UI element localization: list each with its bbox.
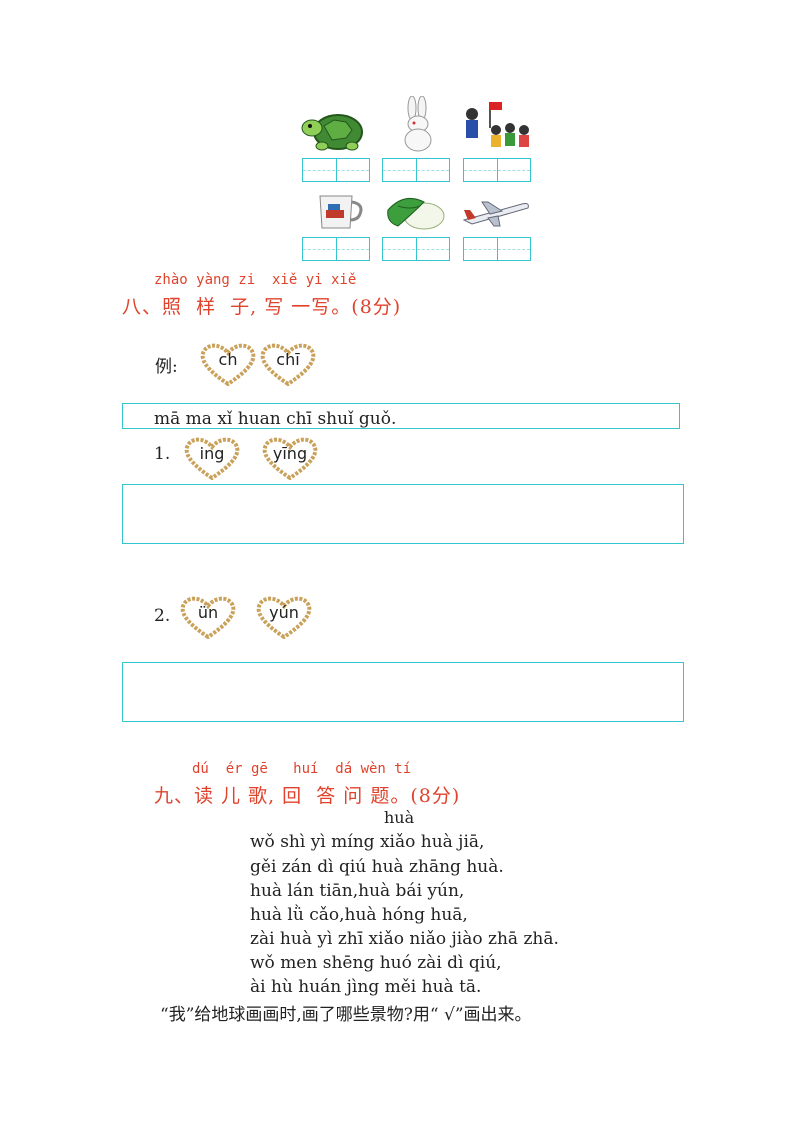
poem-line: huà lán tiān,huà bái yún,	[250, 881, 465, 901]
poem-line: gěi zán dì qiú huà zhāng huà.	[250, 857, 504, 877]
heart-text: ün	[197, 603, 219, 622]
heart-frame: yún	[256, 595, 312, 639]
heart-frame: chī	[260, 342, 316, 386]
rabbit-picture	[394, 95, 442, 152]
poem-title: huà	[384, 808, 415, 827]
heart-text: yīng	[272, 444, 308, 463]
cup-picture	[312, 192, 366, 232]
heart-text: chī	[276, 350, 300, 369]
example-sentence: mā ma xǐ huan chī shuǐ guǒ.	[154, 409, 397, 429]
poem-line: wǒ men shēng huó zài dì qiú,	[250, 953, 502, 973]
section9-question: “我”给地球画画时,画了哪些景物?用“ √”画出来。	[160, 1005, 532, 1025]
section8-pinyin: zhào yàng zi xiě yi xiě	[154, 272, 357, 288]
poem-line: huà lǜ cǎo,huà hóng huā,	[250, 905, 468, 925]
example-sentence-box	[122, 403, 680, 429]
pinyin-writing-box[interactable]	[302, 237, 370, 261]
turtle-picture	[300, 108, 366, 152]
poem-line: wǒ shì yì míng xiǎo huà jiā,	[250, 832, 485, 852]
section9-heading: 九、读 儿 歌, 回 答 问 题。(8分)	[154, 785, 461, 807]
pinyin-writing-box[interactable]	[382, 158, 450, 182]
item2-label: 2.	[154, 606, 171, 626]
pinyin-writing-box[interactable]	[382, 237, 450, 261]
heart-text: yún	[269, 603, 299, 622]
heart-frame: ün	[180, 595, 236, 639]
airplane-picture	[460, 198, 532, 228]
pinyin-writing-box[interactable]	[302, 158, 370, 182]
pinyin-writing-box[interactable]	[463, 158, 531, 182]
section9-pinyin: dú ér gē huí dá wèn tí	[192, 761, 412, 777]
heart-text: ch	[218, 350, 238, 369]
heart-frame: ch	[200, 342, 256, 386]
poem-line: ài hù huán jìng měi huà tā.	[250, 977, 482, 997]
example-label: 例:	[155, 357, 178, 377]
item1-label: 1.	[154, 444, 171, 464]
answer-box-1[interactable]	[122, 484, 684, 544]
people-with-flag-picture	[462, 98, 532, 152]
heart-frame: yīng	[262, 436, 318, 480]
section8-heading: 八、照 样 子, 写 一写。(8分)	[122, 296, 402, 318]
cabbage-picture	[384, 192, 446, 232]
heart-text: ing	[199, 444, 225, 463]
pinyin-writing-box[interactable]	[463, 237, 531, 261]
answer-box-2[interactable]	[122, 662, 684, 722]
poem-line: zài huà yì zhī xiǎo niǎo jiào zhā zhā.	[250, 929, 559, 949]
heart-frame: ing	[184, 436, 240, 480]
